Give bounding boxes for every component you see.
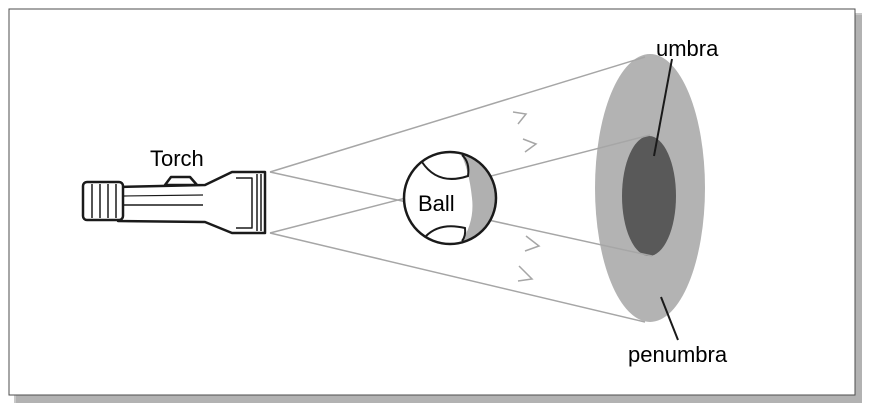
ray-arrowheads: [512, 111, 541, 282]
torch-label: Torch: [150, 146, 204, 171]
umbra-label: umbra: [656, 36, 719, 61]
arrowhead-icon: [522, 138, 538, 153]
arrowhead-icon: [512, 111, 528, 125]
ball-seam-top: [421, 154, 470, 180]
ball-label: Ball: [418, 191, 455, 216]
torch-icon: [81, 170, 267, 235]
penumbra-pointer: [660, 296, 679, 341]
arrowhead-icon: [524, 235, 541, 252]
umbra-region: [622, 136, 676, 256]
ray-bottom-to-penumbra-bottom: [269, 232, 646, 323]
penumbra-label: penumbra: [628, 342, 728, 367]
arrowhead-icon: [517, 265, 534, 282]
ray-top-to-penumbra-top: [269, 56, 646, 173]
label-pointers: [653, 58, 679, 341]
umbra-pointer: [653, 58, 673, 157]
ball-seam-bottom: [425, 225, 467, 242]
